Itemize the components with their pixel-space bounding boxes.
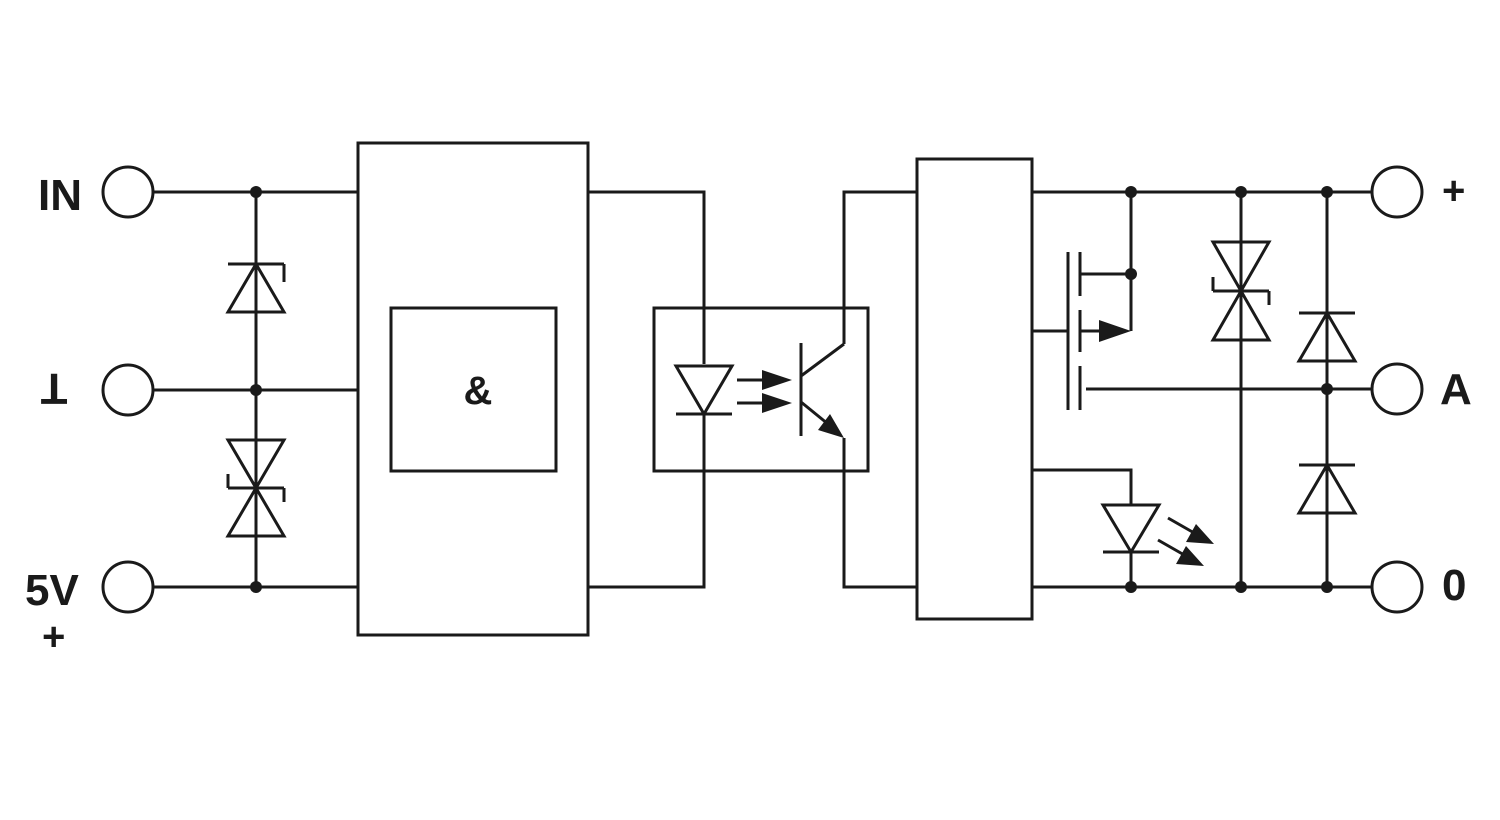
junction-dot (1321, 581, 1333, 593)
status-led (1032, 468, 1162, 587)
junction-dot (250, 581, 262, 593)
label-out-a: A (1440, 365, 1472, 414)
label-out-plus: + (1442, 169, 1465, 213)
label-out-zero: 0 (1442, 561, 1466, 610)
optocoupler-box (652, 306, 870, 473)
terminal-out-a (1370, 362, 1424, 416)
label-in: IN (38, 171, 82, 220)
terminal-5v (101, 560, 155, 614)
led-emission-arrows (1157, 516, 1214, 566)
tvs-diode-output (1210, 192, 1272, 587)
opto-phototransistor (799, 190, 917, 589)
junction-dot (250, 384, 262, 396)
junction-dot (1125, 268, 1137, 280)
opto-led (673, 364, 735, 417)
and-gate-box (389, 306, 558, 473)
junction-dot (1125, 186, 1137, 198)
label-5v: 5V (25, 566, 79, 615)
junction-dot (1235, 186, 1247, 198)
junction-dot (1321, 383, 1333, 395)
junction-dot (1125, 581, 1137, 593)
terminal-ground (101, 363, 155, 417)
junction-dot (250, 186, 262, 198)
zener-diode-input (225, 261, 287, 314)
terminal-in (101, 165, 155, 219)
tvs-diode-supply (225, 438, 287, 538)
terminal-out-plus (1370, 165, 1424, 219)
junction-dot (1235, 581, 1247, 593)
driver-block (915, 157, 1034, 621)
junction-dot (1321, 186, 1333, 198)
logic-block (356, 141, 590, 637)
logic-to-opto-wires (588, 190, 706, 589)
opto-light-arrows (737, 370, 792, 413)
label-ground: T (40, 364, 67, 413)
terminal-out-zero (1370, 560, 1424, 614)
label-5v-plus: + (42, 615, 65, 659)
output-rails (1032, 190, 1372, 589)
and-gate-symbol: & (464, 369, 493, 413)
output-mosfet (1032, 192, 1133, 410)
